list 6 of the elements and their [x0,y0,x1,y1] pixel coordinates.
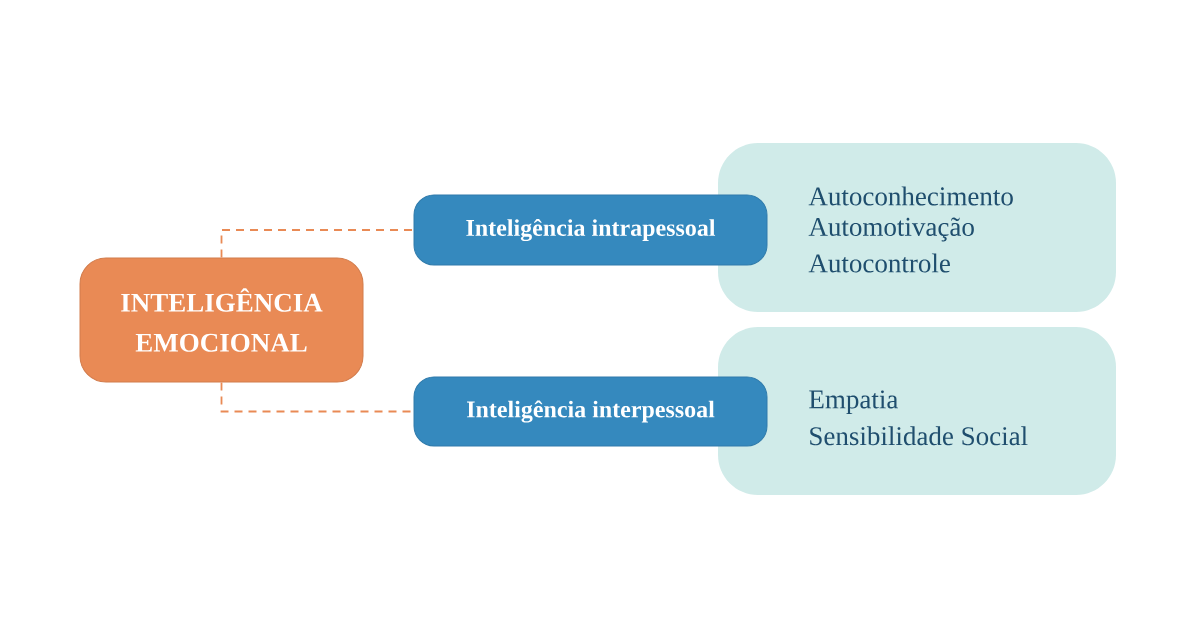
category-box: Inteligência interpessoal [413,376,768,447]
category-box: Inteligência intrapessoal [413,194,768,266]
connector-line [220,229,415,259]
title-box: INTELIGÊNCIA EMOCIONAL [79,257,364,383]
list-box: Empatia Sensibilidade Social [718,327,1116,495]
list-box: Autoconhecimento Automotivação Autocontrole [718,143,1116,312]
